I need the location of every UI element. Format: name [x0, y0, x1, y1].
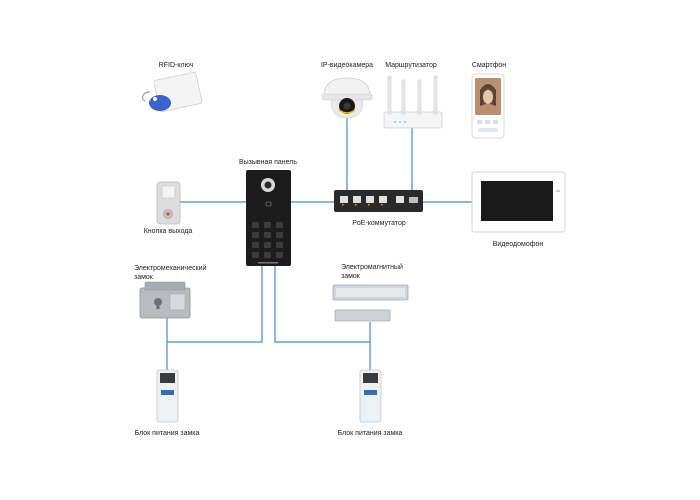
label-ip-camera: IP-видеокамера	[320, 62, 374, 69]
poe-switch-icon	[334, 190, 423, 212]
video-intercom-monitor-icon	[471, 171, 566, 233]
label-call-panel: Вызывная панель	[238, 159, 298, 166]
label-electromechanical-lock: Электромеханический замок	[134, 265, 207, 281]
label-router: Маршрутизатор	[385, 62, 437, 69]
smartphone-icon	[471, 73, 505, 139]
label-poe-switch: PoE-коммутатор	[352, 220, 406, 227]
call-panel-icon	[246, 170, 291, 266]
power-supply-icon	[156, 369, 179, 423]
rfid-card-icon	[141, 71, 203, 113]
dome-camera-icon	[321, 77, 373, 119]
power-supply-icon	[359, 369, 382, 423]
line-panel-to-left-lock	[166, 266, 263, 370]
electromechanical-lock-icon	[139, 281, 191, 319]
router-icon	[383, 75, 443, 129]
label-power-supply-right: Блок питания замка	[337, 430, 403, 437]
connection-lines	[166, 118, 472, 370]
line-panel-to-right-lock	[274, 266, 371, 370]
label-exit-button: Кнопка выхода	[143, 228, 193, 235]
electromagnetic-lock-icon	[332, 284, 409, 322]
exit-button-icon	[156, 181, 181, 225]
label-power-supply-left: Блок питания замка	[134, 430, 200, 437]
label-electromagnetic-lock: Электромагнитный замок	[341, 264, 403, 280]
label-video-intercom: Видеодомофон	[492, 241, 544, 248]
label-rfid-key: RFID-ключ	[158, 62, 194, 69]
label-smartphone: Смартфон	[471, 62, 507, 69]
